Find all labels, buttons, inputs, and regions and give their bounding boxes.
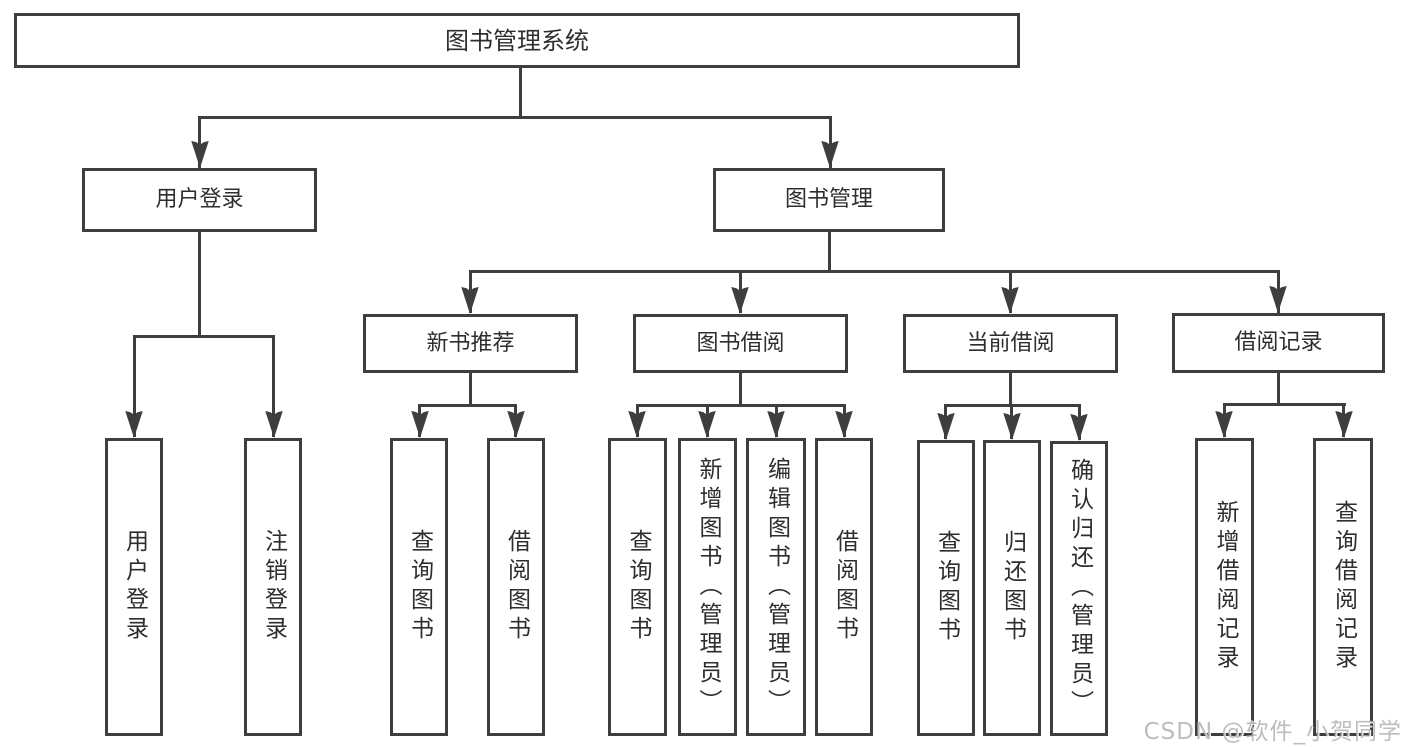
node-label: 借阅图书 <box>503 529 530 645</box>
arrowhead-down-icon <box>1001 287 1019 314</box>
node-leaf-add-books-admin: 新增图书（管理员） <box>678 438 737 736</box>
connector-line <box>1277 373 1280 404</box>
connector-line <box>133 335 275 338</box>
arrowhead-down-icon <box>1269 286 1287 313</box>
node-leaf-query-books-recommend: 查询图书 <box>390 438 448 736</box>
node-label: 借阅图书 <box>831 529 858 645</box>
node-leaf-query-books-current: 查询图书 <box>917 440 975 736</box>
connector-line <box>198 116 832 119</box>
node-label: 用户登录 <box>121 529 148 645</box>
node-leaf-add-borrow-record: 新增借阅记录 <box>1195 438 1254 736</box>
node-leaf-edit-books-admin: 编辑图书（管理员） <box>746 438 806 736</box>
node-label: 图书借阅 <box>696 330 785 356</box>
node-borrow-records: 借阅记录 <box>1172 313 1385 373</box>
connector-line <box>133 335 136 437</box>
connector-line <box>469 373 472 407</box>
node-book-borrow: 图书借阅 <box>633 314 848 373</box>
arrowhead-down-icon <box>191 141 209 168</box>
arrowhead-down-icon <box>411 411 429 438</box>
node-label: 确认归还（管理员） <box>1066 458 1093 719</box>
node-label: 新书推荐 <box>426 330 515 356</box>
connector-line <box>469 270 1280 273</box>
node-label: 查询借阅记录 <box>1330 500 1357 674</box>
node-leaf-user-login: 用户登录 <box>105 438 163 736</box>
node-leaf-query-books-borrow: 查询图书 <box>608 438 667 736</box>
connector-line <box>198 116 201 168</box>
node-root-system: 图书管理系统 <box>14 13 1020 68</box>
arrowhead-down-icon <box>767 411 785 438</box>
connector-line <box>636 404 846 407</box>
node-label: 图书管理 <box>784 187 873 212</box>
connector-line <box>1009 373 1012 407</box>
node-book-management-branch: 图书管理 <box>713 168 945 232</box>
connector-line <box>198 232 201 338</box>
node-new-book-recommend: 新书推荐 <box>363 314 578 373</box>
node-leaf-query-borrow-record: 查询借阅记录 <box>1313 438 1373 736</box>
arrowhead-down-icon <box>731 287 749 314</box>
connector-line <box>418 404 517 407</box>
node-label: 借阅记录 <box>1234 330 1323 355</box>
node-leaf-borrow-books-recommend: 借阅图书 <box>487 438 545 736</box>
arrowhead-down-icon <box>1003 413 1021 440</box>
node-label: 当前借阅 <box>966 330 1055 356</box>
node-user-login-branch: 用户登录 <box>82 168 317 232</box>
arrowhead-down-icon <box>461 287 479 314</box>
node-label: 图书管理系统 <box>445 26 589 55</box>
connector-line <box>272 335 275 437</box>
node-label: 查询图书 <box>625 529 651 645</box>
csdn-watermark: CSDN @软件_小贺同学 <box>1143 719 1402 745</box>
arrowhead-down-icon <box>125 411 143 438</box>
arrowhead-down-icon <box>937 413 955 440</box>
node-current-borrow: 当前借阅 <box>903 314 1118 373</box>
arrowhead-down-icon <box>265 411 283 438</box>
node-leaf-return-books: 归还图书 <box>983 440 1041 736</box>
connector-line <box>829 116 832 168</box>
node-leaf-logout: 注销登录 <box>244 438 302 736</box>
node-label: 查询图书 <box>406 529 433 645</box>
node-label: 归还图书 <box>999 530 1026 646</box>
arrowhead-down-icon <box>698 411 716 438</box>
connector-line <box>1223 403 1346 406</box>
node-leaf-borrow-books-borrow: 借阅图书 <box>815 438 873 736</box>
arrowhead-down-icon <box>1335 411 1353 438</box>
arrowhead-down-icon <box>507 411 525 438</box>
connector-line <box>739 373 742 407</box>
connector-line <box>519 68 522 118</box>
arrowhead-down-icon <box>1215 411 1233 438</box>
node-leaf-confirm-return-admin: 确认归还（管理员） <box>1050 441 1108 736</box>
node-label: 注销登录 <box>260 529 287 645</box>
node-label: 新增图书（管理员） <box>695 456 721 718</box>
arrowhead-down-icon <box>1070 414 1088 441</box>
node-label: 用户登录 <box>155 187 244 212</box>
node-label: 查询图书 <box>933 530 960 646</box>
arrowhead-down-icon <box>835 411 853 438</box>
connector-line <box>828 232 831 273</box>
node-label: 新增借阅记录 <box>1212 500 1238 674</box>
arrowhead-down-icon <box>628 411 646 438</box>
arrowhead-down-icon <box>821 141 839 168</box>
node-label: 编辑图书（管理员） <box>763 456 790 718</box>
